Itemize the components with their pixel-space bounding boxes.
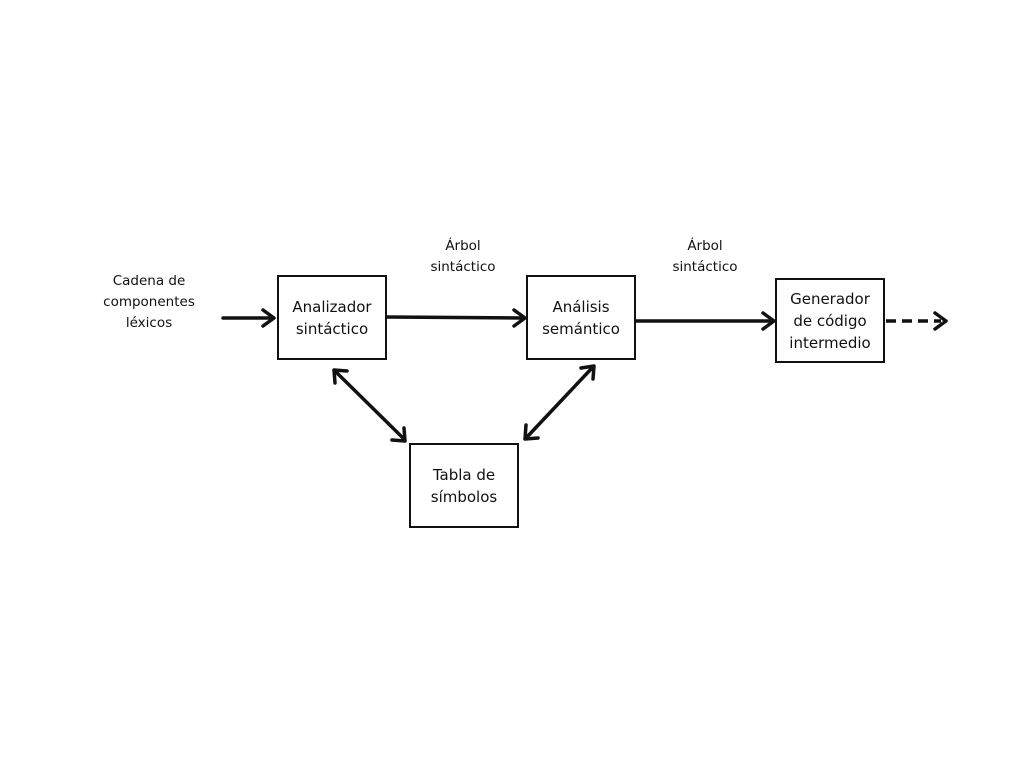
edge-parser-symbols [332,368,407,443]
node-intermediate-code-generator: Generador de código intermedio [775,278,885,363]
arrowhead-right-icon [761,311,776,331]
arrowhead-down-left-icon [523,423,540,441]
arrowhead-up-left-icon [332,368,349,385]
edge-codegen-to-output [886,311,948,331]
edge-input-to-parser [221,308,276,328]
arrowhead-right-icon [933,311,948,331]
arrowhead-right-icon [261,308,276,328]
arrowhead-up-right-icon [579,364,596,381]
node-intermediate-code-generator-label: Generador de código intermedio [789,289,871,352]
edge-semantic-symbols [523,364,596,441]
arrowhead-right-icon [512,308,527,328]
edge-semantic-to-codegen [634,311,776,331]
arrowhead-down-right-icon [390,426,407,443]
node-semantic-analysis-label: Análisis semántico [542,297,620,338]
input-label: Cadena de componentes léxicos [103,273,195,331]
edge-parser-to-semantic [385,308,527,328]
edge-label-syntax-tree-2: Árbol sintáctico [672,238,738,275]
node-semantic-analysis: Análisis semántico [526,275,636,360]
node-symbol-table-label: Tabla de símbolos [430,465,498,506]
node-parser: Analizador sintáctico [277,275,387,360]
node-symbol-table: Tabla de símbolos [409,443,519,528]
edge-label-syntax-tree-1: Árbol sintáctico [430,238,496,275]
node-parser-label: Analizador sintáctico [292,297,372,338]
